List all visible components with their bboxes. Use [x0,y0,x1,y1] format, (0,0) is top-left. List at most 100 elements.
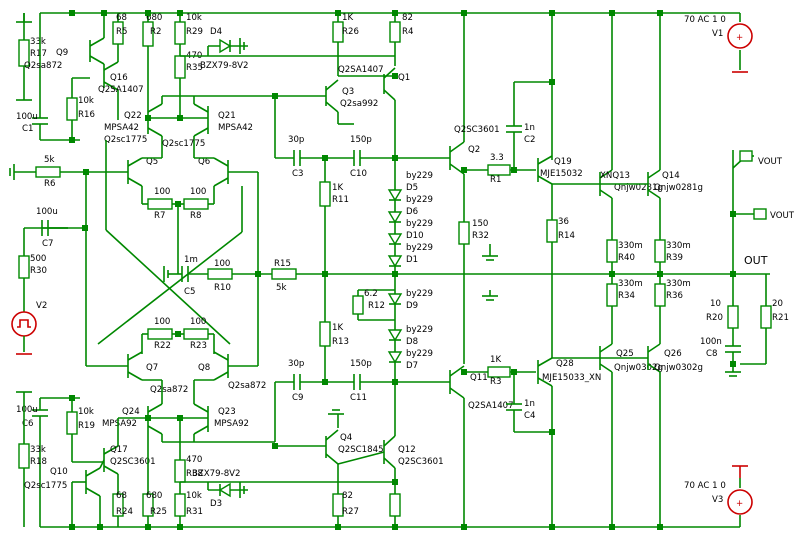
svg-text:R18: R18 [30,457,47,467]
svg-text:Q25: Q25 [616,349,634,359]
svg-text:680: 680 [146,491,162,501]
svg-text:Q2sa872: Q2sa872 [150,385,188,395]
svg-text:Q2: Q2 [468,145,480,155]
svg-text:C4: C4 [524,411,535,421]
svg-text:D9: D9 [406,301,418,311]
svg-text:5k: 5k [44,155,54,165]
junction-dots [69,10,736,530]
capacitor-c7: 100u C7 [36,207,85,249]
svg-text:R4: R4 [402,27,413,37]
svg-text:Q2SA1407: Q2SA1407 [338,65,384,75]
svg-text:R11: R11 [332,195,349,205]
svg-text:500: 500 [30,254,46,264]
svg-text:C5: C5 [184,287,195,297]
svg-text:by229: by229 [406,195,433,205]
svg-text:Q2SA1407: Q2SA1407 [98,85,144,95]
svg-text:R7: R7 [154,211,165,221]
v3-value: 70 AC 1 0 [684,481,726,491]
svg-text:D4: D4 [210,27,222,37]
supply-v1: + 70 AC 1 0 V1 [684,15,753,73]
svg-text:by229: by229 [406,289,433,299]
svg-text:D8: D8 [406,337,418,347]
top-bias-string: 680 R2 10k R29 470 R35 D4 BZX79-8V2 [142,13,395,118]
svg-text:150p: 150p [350,359,372,369]
compensation-top: 30p C3 150p C10 [274,96,395,179]
svg-text:1K: 1K [342,13,353,23]
svg-text:Q23: Q23 [218,407,236,417]
svg-text:100: 100 [190,317,206,327]
svg-text:Q11: Q11 [470,373,488,383]
svg-text:30p: 30p [288,135,304,145]
svg-text:10k: 10k [78,407,94,417]
svg-text:Q2SC3601: Q2SC3601 [454,125,500,135]
svg-text:C11: C11 [350,393,367,403]
svg-text:MJE15033_XN: MJE15033_XN [542,373,601,383]
svg-text:330m: 330m [666,241,691,251]
driver-caps: 1n C2 1n C4 [506,81,552,433]
svg-text:R19: R19 [78,421,95,431]
diode-string: by229 D5 by229 D6 by229 D10 by229 D1 6.2… [352,160,433,372]
svg-text:MPSA92: MPSA92 [214,419,249,429]
svg-text:10k: 10k [186,491,202,501]
svg-text:Q1: Q1 [398,73,410,83]
svg-text:Q8: Q8 [198,363,210,373]
output-net-label: OUT [744,254,768,267]
svg-text:+: + [736,499,743,509]
svg-text:R26: R26 [342,27,359,37]
svg-text:R34: R34 [618,291,635,301]
svg-text:R2: R2 [150,27,161,37]
svg-text:R39: R39 [666,253,683,263]
svg-text:Q2sc1775: Q2sc1775 [162,139,205,149]
svg-text:R13: R13 [332,337,349,347]
cascode-q22-q21: Q22 MPSA42 Q2sc1775 Q21 MPSA42 Q2sc1775 [104,95,275,158]
svg-text:R32: R32 [472,231,489,241]
svg-text:R20: R20 [706,313,723,323]
svg-text:XNQ13: XNQ13 [600,171,630,181]
svg-text:1n: 1n [524,123,535,133]
svg-text:Q5: Q5 [146,157,158,167]
svg-text:R23: R23 [190,341,207,351]
svg-text:D3: D3 [210,499,222,509]
svg-text:R10: R10 [214,283,231,293]
v3-ref: V3 [712,495,723,505]
cascode-q24-q23: Q24 MPSA92 Q23 MPSA92 [102,380,275,443]
svg-text:by229: by229 [406,325,433,335]
svg-text:R24: R24 [116,507,133,517]
v1-value: 70 AC 1 0 [684,15,726,25]
input-source-v2: V2 500 R30 [11,227,68,355]
svg-text:33k: 33k [30,37,46,47]
svg-text:R5: R5 [116,27,127,37]
svg-text:30p: 30p [288,359,304,369]
svg-text:470: 470 [186,455,202,465]
svg-text:by229: by229 [406,219,433,229]
svg-text:R15: R15 [274,259,291,269]
svg-text:5k: 5k [276,283,286,293]
svg-text:100: 100 [214,259,230,269]
svg-text:100u: 100u [36,207,58,217]
svg-text:20: 20 [772,299,783,309]
svg-text:150p: 150p [350,135,372,145]
svg-text:Qnjw0281g: Qnjw0281g [614,183,663,193]
svg-text:R27: R27 [342,507,359,517]
driver-stage: Q2SC3601 Q2 150 R32 Q11 Q2SA1407 3.3 R1 … [395,13,536,527]
vas-bottom: Q4 Q2SC1845 82 R27 Q12 Q2SC3601 [275,372,444,527]
bottom-left-bias: 100u C6 33k R18 10k R19 Q17 Q2SC3601 68 … [16,391,156,527]
svg-text:680: 680 [146,13,162,23]
compensation-bottom: 30p C9 150p C11 [274,359,395,442]
svg-text:Q14: Q14 [662,171,680,181]
svg-text:68: 68 [116,13,127,23]
svg-text:C1: C1 [22,124,33,134]
svg-text:by229: by229 [406,171,433,181]
vout-probe-2: VOUT [770,211,795,221]
output-stage: XNQ13 Qnjw0281g 330m R40 330m R34 Q25 Qn… [599,13,703,527]
svg-text:R22: R22 [154,341,171,351]
svg-text:1K: 1K [490,355,501,365]
svg-text:MPSA42: MPSA42 [218,123,253,133]
top-left-bias: 33k R17 100u C1 Q9 Q2sa872 10k R16 Q16 Q… [16,13,144,141]
v2-ref: V2 [36,301,47,311]
svg-text:R31: R31 [186,507,203,517]
svg-text:R29: R29 [186,27,203,37]
svg-text:10k: 10k [186,13,202,23]
svg-text:330m: 330m [666,279,691,289]
